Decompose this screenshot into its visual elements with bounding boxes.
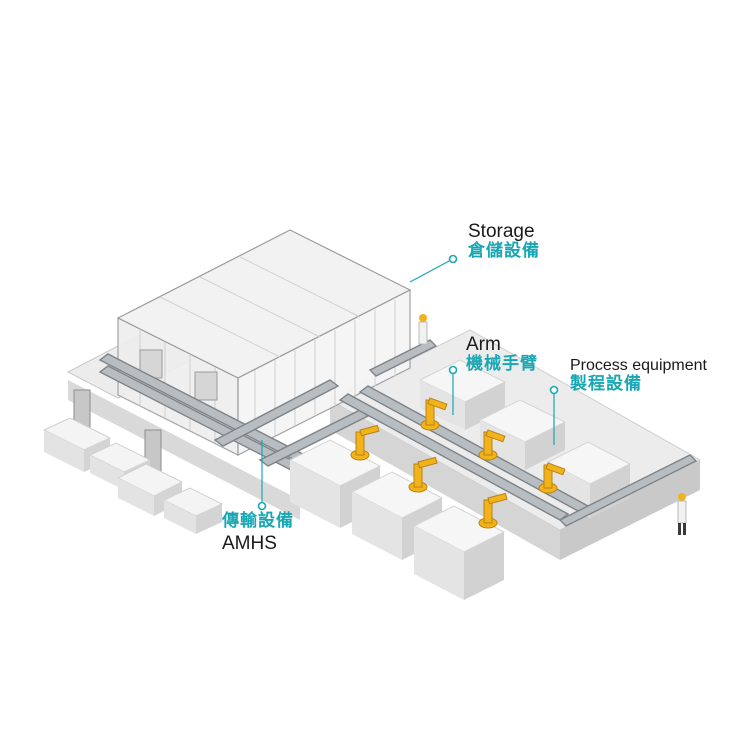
process-conveyors [338, 339, 698, 527]
storage-dot [448, 254, 458, 264]
process-dot [549, 385, 559, 395]
amhs-label-en: AMHS [222, 532, 277, 554]
workers [418, 314, 687, 535]
storage-leader-line [409, 259, 452, 283]
amhs-callout: 傳輸設備 AMHS [222, 512, 294, 554]
storage-label-zh: 倉儲設備 [468, 240, 540, 260]
arm-label-zh: 機械手臂 [466, 353, 538, 373]
arm-dot [448, 365, 458, 375]
amhs-conveyors [98, 353, 370, 491]
arm-callout: Arm 機械手臂 [466, 335, 538, 373]
arm-label-en: Arm [466, 334, 501, 355]
amhs-label-zh: 傳輸設備 [222, 511, 294, 530]
storage-callout: Storage 倉儲設備 [468, 222, 540, 260]
process-label-zh: 製程設備 [570, 373, 642, 393]
front-machines [288, 439, 506, 600]
process-label-en: Process equipment [570, 357, 707, 374]
storage-label-en: Storage [468, 221, 535, 242]
callout-lines [261, 259, 555, 503]
callout-dots [257, 254, 559, 511]
process-callout: Process equipment 製程設備 [570, 357, 707, 393]
robot-arms [350, 397, 566, 529]
left-machines [42, 417, 224, 534]
amhs-dot [257, 501, 267, 511]
